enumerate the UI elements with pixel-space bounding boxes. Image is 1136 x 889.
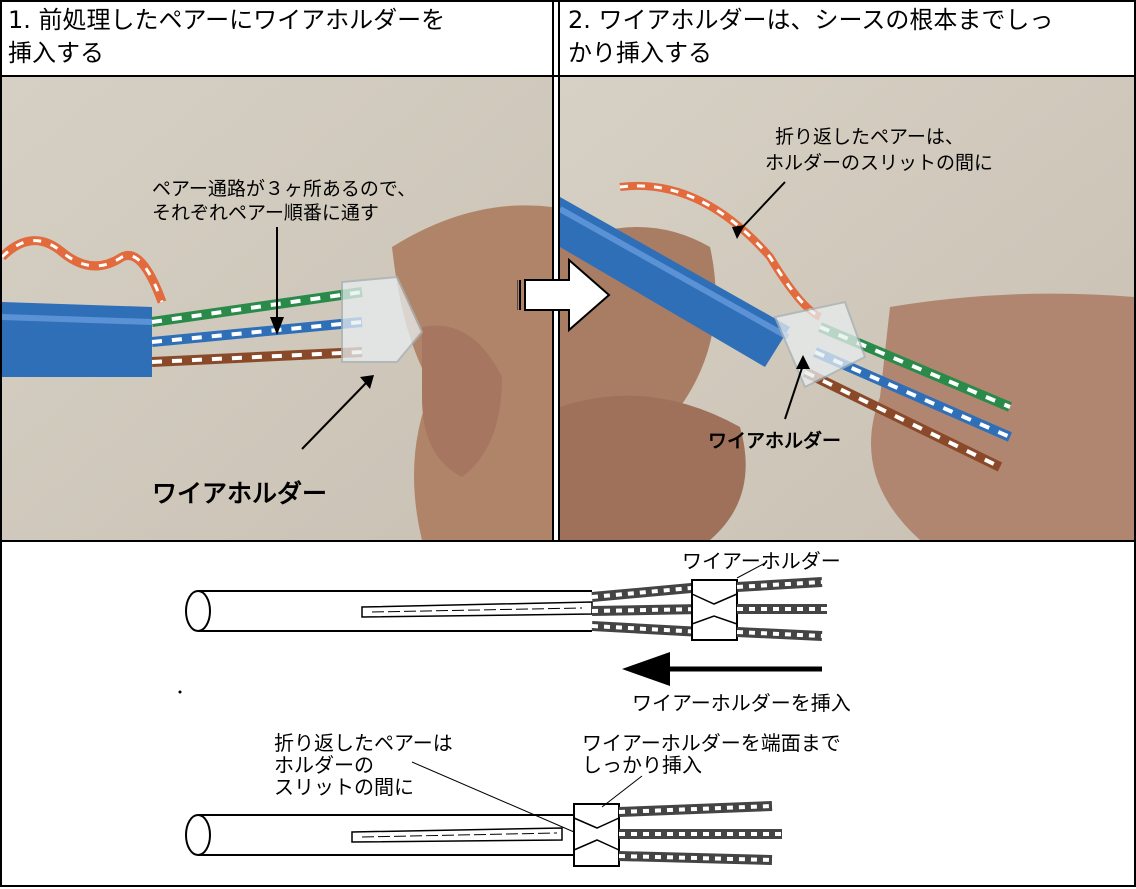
arrowhead-icon	[270, 317, 284, 335]
diagram-slit-line3: スリットの間に	[274, 775, 414, 799]
photo2-note-line2: ホルダーのスリットの間に	[765, 152, 993, 174]
callout-line	[784, 364, 804, 420]
row-divider	[0, 75, 1136, 77]
arrowhead-icon	[360, 375, 374, 389]
insert-direction-arrow-icon	[622, 652, 822, 686]
arrowhead-icon	[732, 225, 745, 239]
arrowhead-icon	[796, 355, 810, 369]
photo2-note-line1: 折り返したペアーは、	[775, 126, 964, 148]
diagram-end-line1: ワイアーホルダーを端面まで	[582, 731, 841, 755]
row-divider	[0, 540, 1136, 542]
photo-step2: 折り返したペアーは、 ホルダーのスリットの間に ワイアホルダー	[560, 77, 1134, 540]
photo1-holder-label: ワイアホルダー	[152, 479, 327, 508]
callout-line	[301, 381, 368, 450]
step1-heading: 1. 前処理したペアーにワイアホルダーを 挿入する	[8, 6, 446, 67]
callout-line	[411, 761, 575, 833]
column-divider	[552, 0, 554, 541]
photo1-note-line2: それぞれペアー順番に通す	[152, 202, 379, 224]
callout-line	[736, 561, 768, 579]
photo1-note-line1: ペアー通路が３ヶ所あるので、	[152, 178, 416, 200]
cable-drawing-before: ワイアーホルダー	[185, 549, 841, 641]
diagram-slit-line1: 折り返したペアーは	[274, 731, 453, 755]
diagram-holder-label: ワイアーホルダー	[682, 549, 841, 573]
callout-line	[601, 775, 643, 808]
diagram-insert-label: ワイアーホルダーを挿入	[632, 691, 851, 715]
step2-heading: 2. ワイアホルダーは、シースの根本までしっ かり挿入する	[568, 6, 1054, 67]
column-divider	[558, 0, 560, 541]
photo-step1: ペアー通路が３ヶ所あるので、 それぞれペアー順番に通す ワイアホルダー	[2, 77, 552, 540]
cable-drawing-after	[185, 761, 782, 867]
photo2-holder-label: ワイアホルダー	[708, 429, 841, 452]
insertion-diagram: ワイアーホルダー ワイアーホルダーを挿入 折り返したペアーは ホルダーの スリッ…	[2, 542, 1134, 885]
diagram-end-line2: しっかり挿入	[582, 753, 702, 777]
diagram-slit-line2: ホルダーの	[274, 753, 374, 777]
stray-dot	[178, 690, 182, 694]
next-step-arrow-icon	[517, 258, 611, 333]
callout-line	[737, 181, 786, 233]
